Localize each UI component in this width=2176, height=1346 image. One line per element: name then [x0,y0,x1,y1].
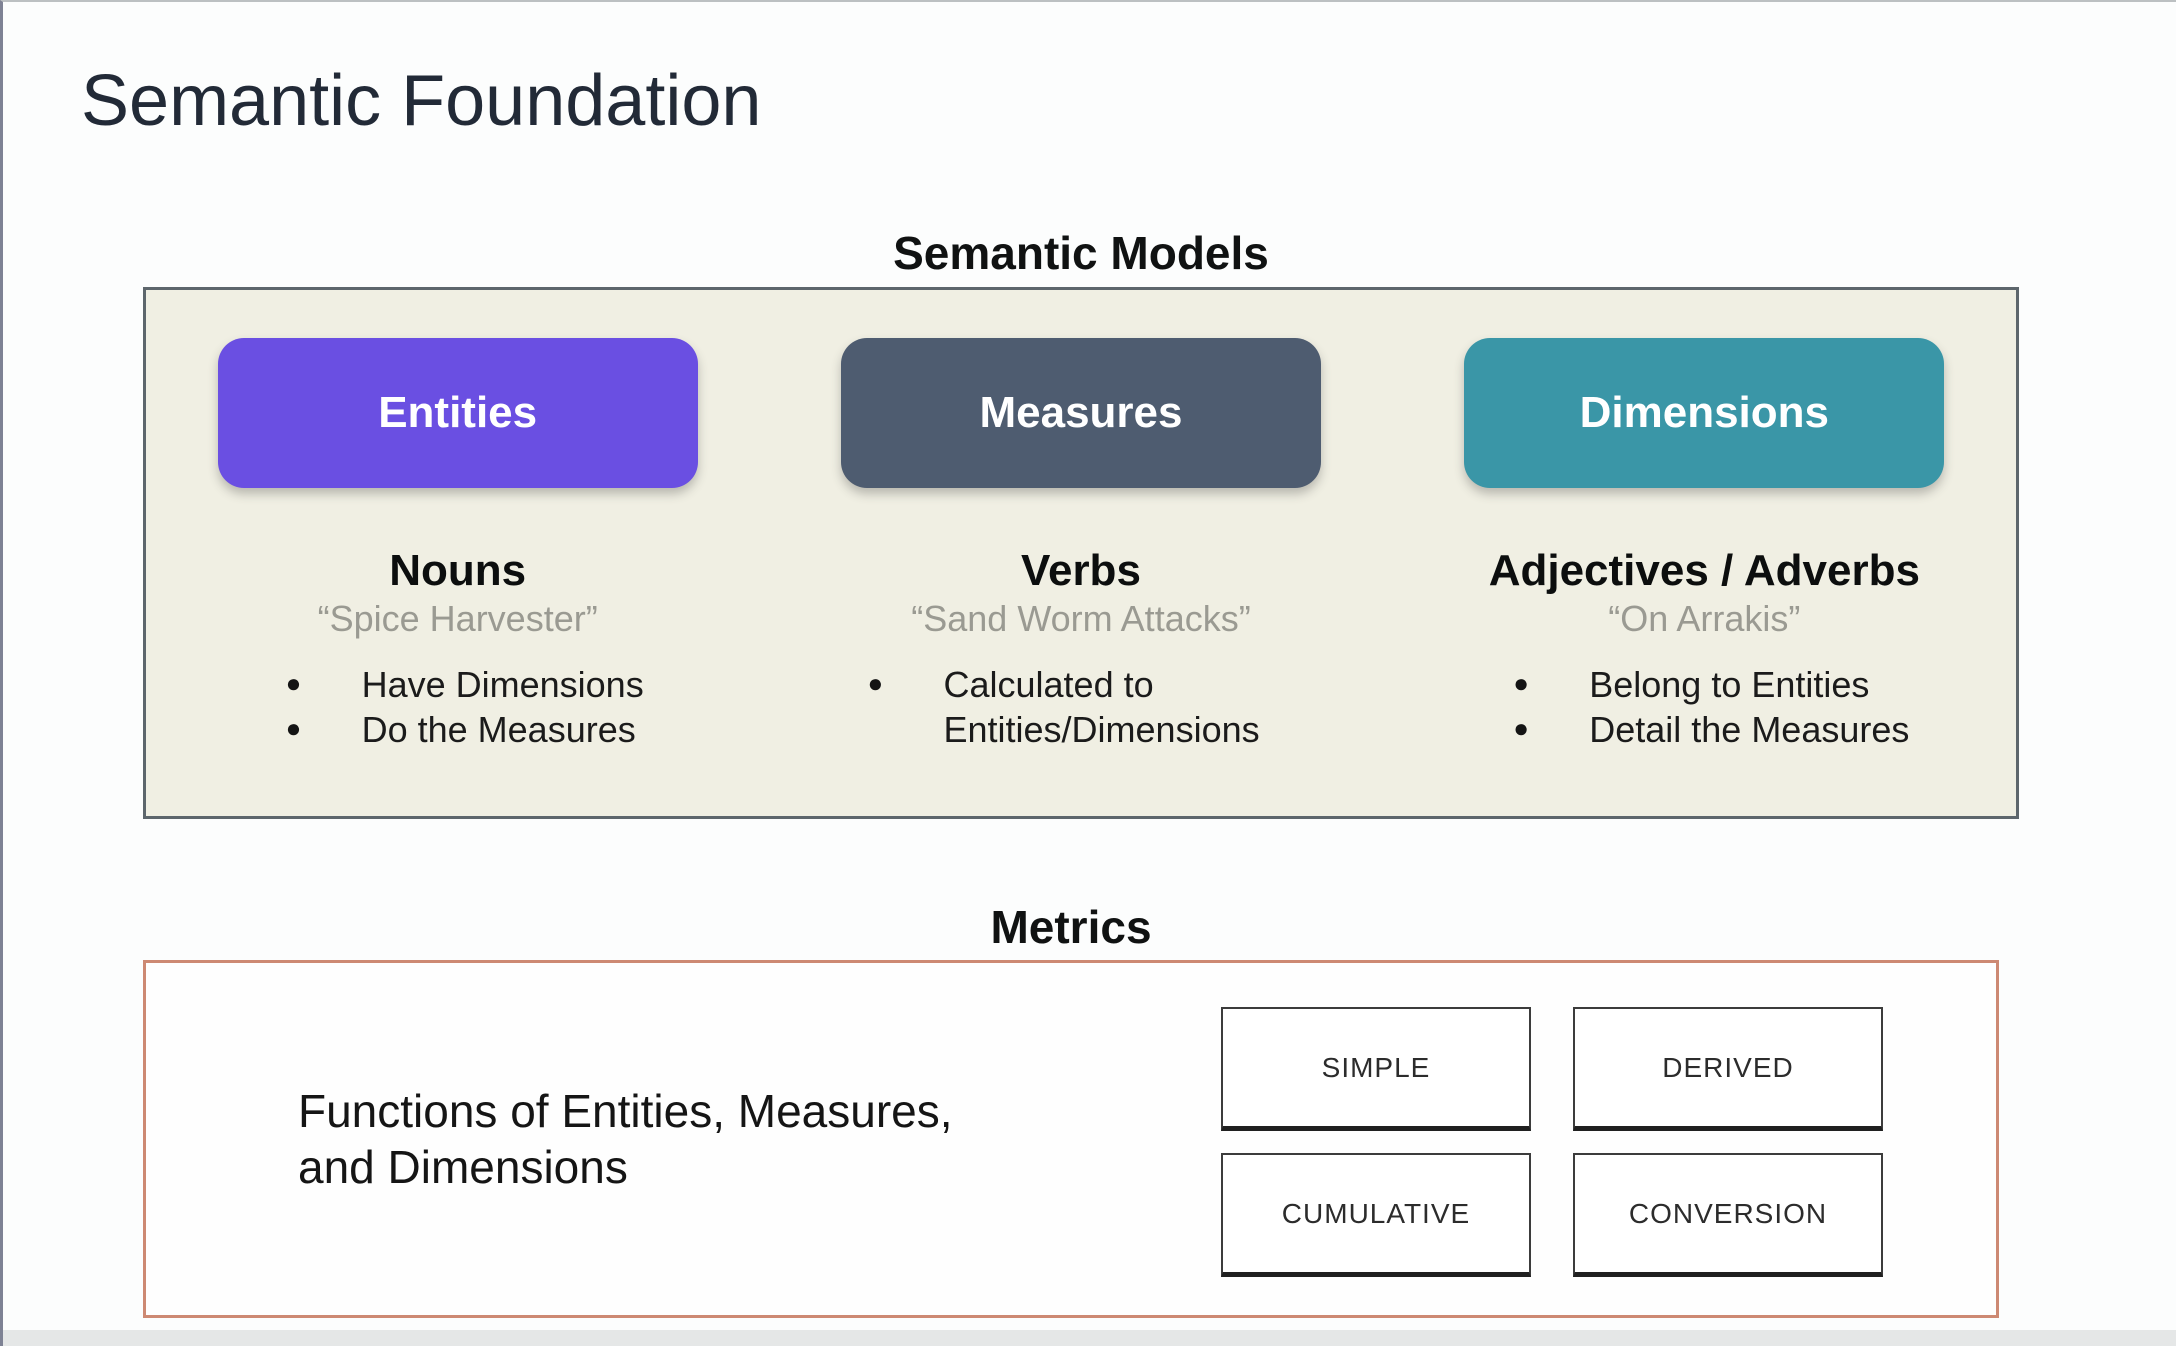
page-title: Semantic Foundation [81,61,762,141]
dimensions-pill: Dimensions [1464,338,1945,488]
bottom-band [3,1330,2176,1346]
measures-bullet-list: Calculated to Entities/Dimensions [853,662,1308,752]
metrics-description-line1: Functions of Entities, Measures, [298,1085,953,1137]
dimensions-quote: “On Arrakis” [1608,598,1801,639]
bullet-item: Do the Measures [272,707,644,752]
metrics-description-line2: and Dimensions [298,1141,628,1194]
dimensions-bullet-list: Belong to Entities Detail the Measures [1499,662,1909,752]
metric-type-box-derived: DERIVED [1573,1007,1883,1131]
metrics-box: Functions of Entities, Measures, and Dim… [143,960,1999,1318]
dimensions-column: Dimensions Adjectives / Adverbs “On Arra… [1393,290,2016,816]
metrics-heading: Metrics [990,901,1152,953]
measures-pill: Measures [840,338,1321,488]
dimensions-subtitle: Adjectives / Adverbs [1488,546,1920,595]
metric-type-box-conversion: CONVERSION [1573,1153,1883,1277]
semantic-models-heading: Semantic Models [893,227,1269,279]
measures-column: Measures Verbs “Sand Worm Attacks” Calcu… [769,290,1392,816]
entities-subtitle: Nouns [389,546,527,595]
bullet-item: Belong to Entities [1499,662,1909,707]
entities-pill: Entities [217,338,698,488]
bullet-item: Calculated to Entities/Dimensions [853,662,1308,752]
metric-type-box-cumulative: CUMULATIVE [1221,1153,1531,1277]
metric-types-grid: SIMPLE DERIVED CUMULATIVE CONVERSION [1221,1007,1883,1277]
metric-type-box-simple: SIMPLE [1221,1007,1531,1131]
entities-column: Entities Nouns “Spice Harvester” Have Di… [146,290,769,816]
entities-bullet-list: Have Dimensions Do the Measures [272,662,644,752]
measures-quote: “Sand Worm Attacks” [911,598,1251,639]
measures-subtitle: Verbs [1021,546,1141,595]
bullet-item: Have Dimensions [272,662,644,707]
semantic-models-box: Entities Nouns “Spice Harvester” Have Di… [143,287,2019,819]
bullet-item: Detail the Measures [1499,707,1909,752]
entities-quote: “Spice Harvester” [317,598,598,639]
metrics-description: Functions of Entities, Measures, and Dim… [298,1083,953,1195]
